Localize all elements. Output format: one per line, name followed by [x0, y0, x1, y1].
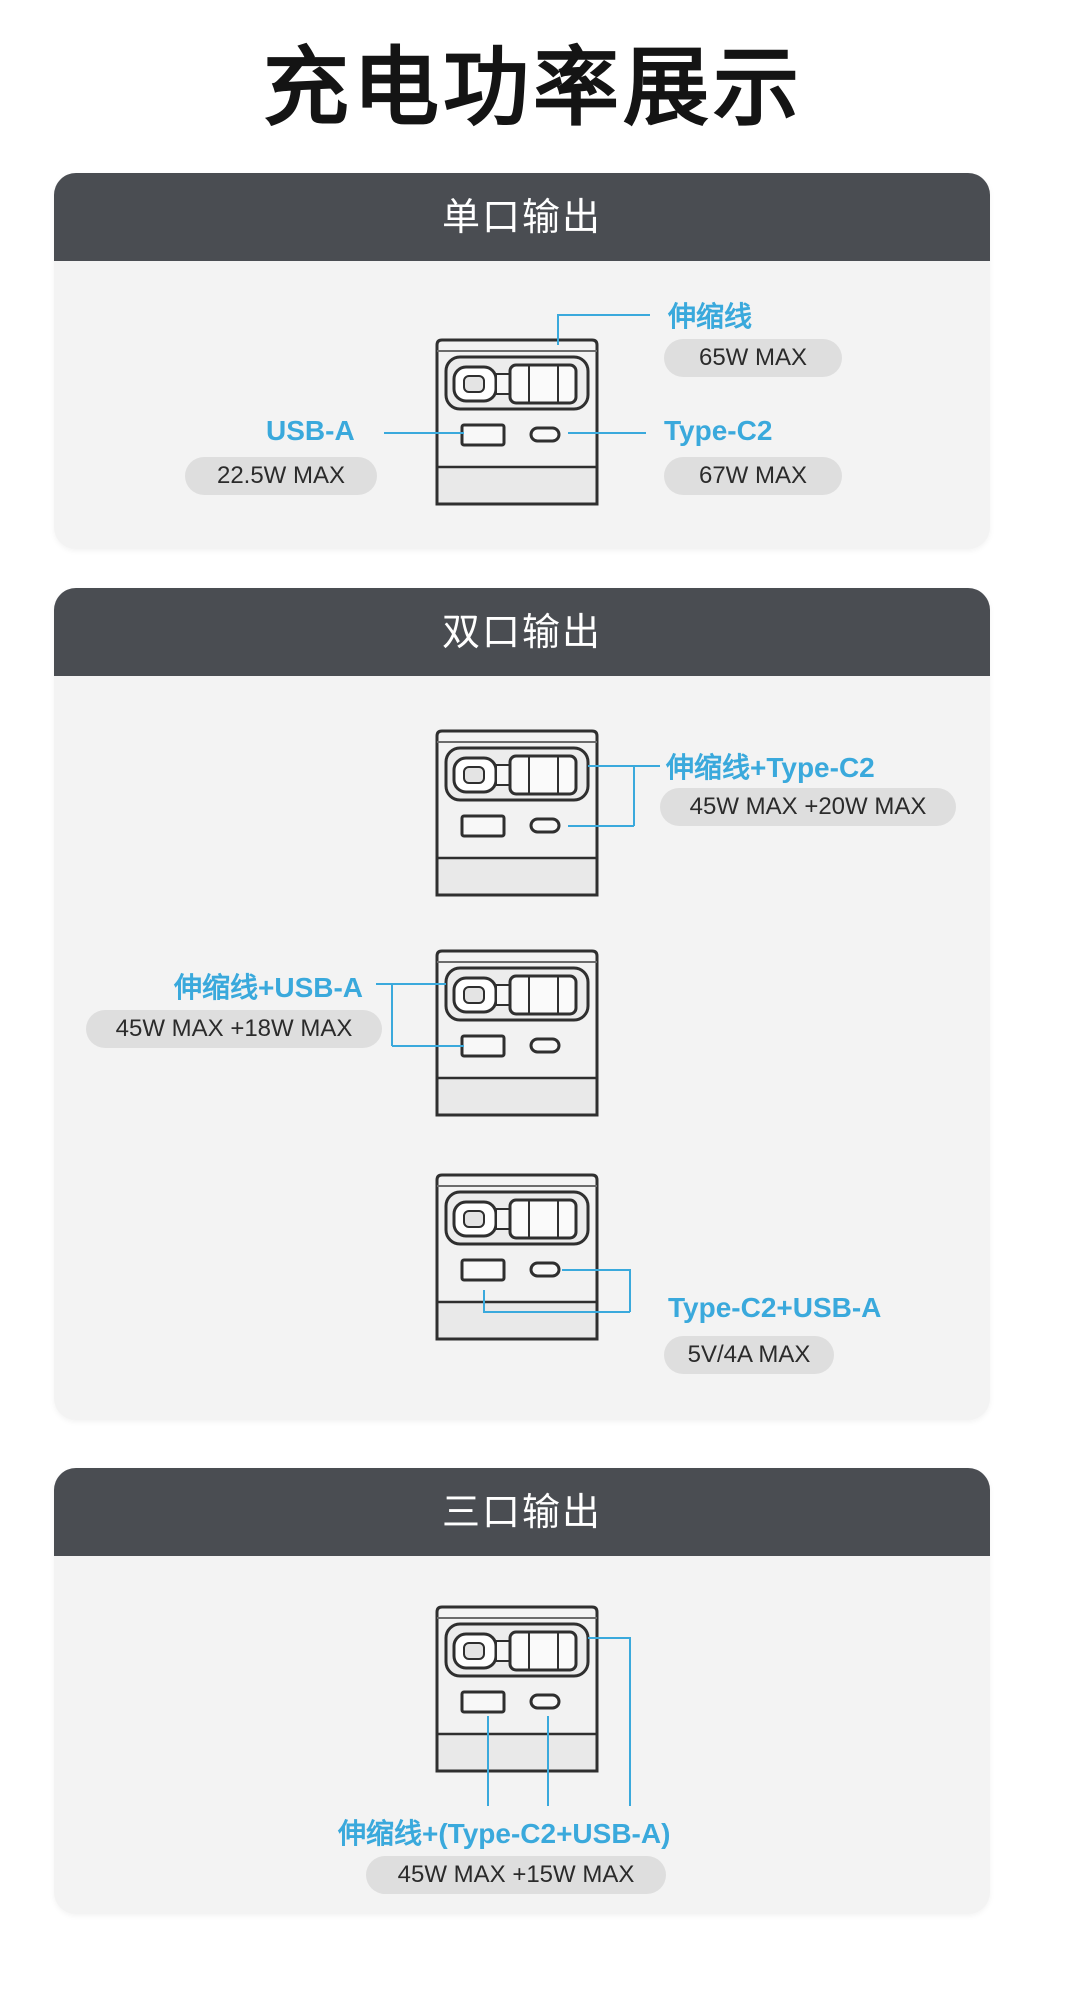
connector-lines [384, 314, 650, 434]
label-cable-plus-type-c2-usb-a: 伸缩线+(Type-C2+USB-A) [338, 1818, 671, 1849]
value-pill: 65W MAX [664, 339, 842, 377]
value-pill: 5V/4A MAX [664, 1336, 834, 1374]
value-pill: 45W MAX +20W MAX [660, 788, 956, 826]
section-body: 伸缩线+(Type-C2+USB-A) 45W MAX +15W MAX [54, 1556, 990, 1914]
section-single-port: 单口输出 伸缩线 65W MAX USB-A 22.5W MAX Type-C2… [54, 173, 990, 549]
label-usb-a: USB-A [266, 415, 355, 446]
value-pill: 45W MAX +18W MAX [86, 1010, 382, 1048]
value-pill: 22.5W MAX [185, 457, 377, 495]
label-retractable-cable: 伸缩线 [668, 301, 753, 332]
connector-lines [376, 765, 660, 1313]
label-cable-plus-type-c2: 伸缩线+Type-C2 [666, 752, 875, 783]
label-type-c2: Type-C2 [664, 415, 773, 446]
value-pill: 45W MAX +15W MAX [366, 1856, 666, 1894]
section-header: 双口输出 [54, 588, 990, 676]
section-header: 单口输出 [54, 173, 990, 261]
connector-lines [487, 1637, 631, 1806]
section-body: 伸缩线+Type-C2 45W MAX +20W MAX 伸缩线+USB-A 4… [54, 676, 990, 1420]
section-body: 伸缩线 65W MAX USB-A 22.5W MAX Type-C2 67W … [54, 261, 990, 549]
value-pill: 67W MAX [664, 457, 842, 495]
page-title: 充电功率展示 [263, 38, 803, 138]
label-cable-plus-usb-a: 伸缩线+USB-A [174, 972, 364, 1003]
section-dual-port: 双口输出 伸缩线+Type-C2 45W MAX +20W MAX 伸缩线+US… [54, 588, 990, 1420]
section-header: 三口输出 [54, 1468, 990, 1556]
section-triple-port: 三口输出 伸缩线+(Type-C2+USB-A) 45W MAX +15W MA… [54, 1468, 990, 1914]
label-type-c2-plus-usb-a: Type-C2+USB-A [668, 1292, 882, 1323]
